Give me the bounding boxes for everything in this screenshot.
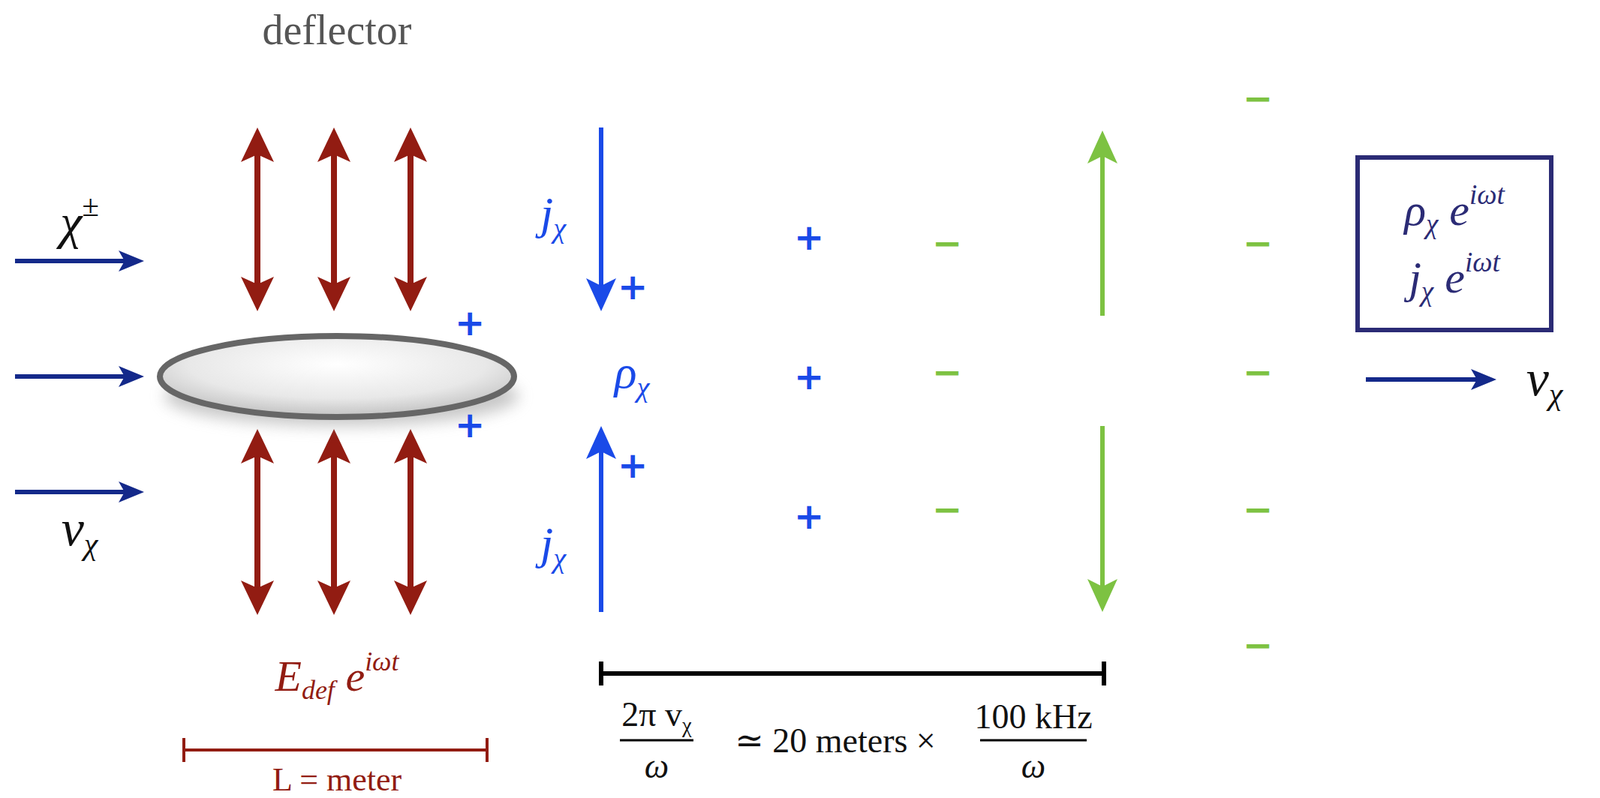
quantity-box: ρχ eiωtjχ eiωt	[1355, 155, 1554, 333]
velocity-symbol: vχ	[1526, 352, 1564, 411]
minus-charge: −	[932, 354, 963, 391]
formula-denominator: ω	[1021, 749, 1046, 785]
charge-symbol: ρχ	[614, 348, 650, 402]
minus-charge: −	[1242, 225, 1273, 262]
minus-charge: −	[932, 491, 963, 528]
plus-charge: +	[454, 304, 485, 341]
wavelength-bracket	[601, 661, 1104, 686]
current-arrows	[598, 127, 604, 613]
particle-symbol: χ±	[60, 191, 100, 248]
title-label: deflector	[262, 9, 413, 52]
formula-text: ≃ 20 meters ×	[734, 724, 936, 759]
velocity-symbol: vχ	[61, 502, 99, 561]
plus-charge: +	[454, 406, 485, 443]
minus-charge: −	[1242, 491, 1273, 528]
field-label: Edef eiωt	[275, 649, 400, 705]
box-text: jχ eiωt	[1408, 247, 1501, 308]
plus-charge: +	[793, 219, 825, 256]
incoming-arrows	[15, 261, 125, 493]
minus-charge: −	[1242, 354, 1273, 391]
velocity-arrow	[1365, 377, 1477, 382]
plus-charge: +	[793, 358, 825, 395]
current-symbol: jχ	[540, 520, 566, 573]
plus-charge: +	[617, 268, 648, 305]
return-current-arrows	[1100, 156, 1105, 587]
formula-numerator: 100 kHz	[974, 700, 1092, 735]
plus-charge: +	[617, 447, 648, 484]
current-symbol: jχ	[540, 189, 566, 243]
formula-numerator: 2π vχ	[621, 697, 692, 737]
length-bracket	[183, 738, 488, 763]
length-label: L = meter	[272, 763, 402, 797]
minus-charge: −	[1242, 80, 1273, 117]
minus-charge: −	[932, 225, 963, 262]
formula-denominator: ω	[644, 749, 669, 785]
box-text: ρχ eiωt	[1404, 180, 1505, 241]
minus-charge: −	[1242, 627, 1273, 664]
plus-charge: +	[793, 498, 825, 535]
